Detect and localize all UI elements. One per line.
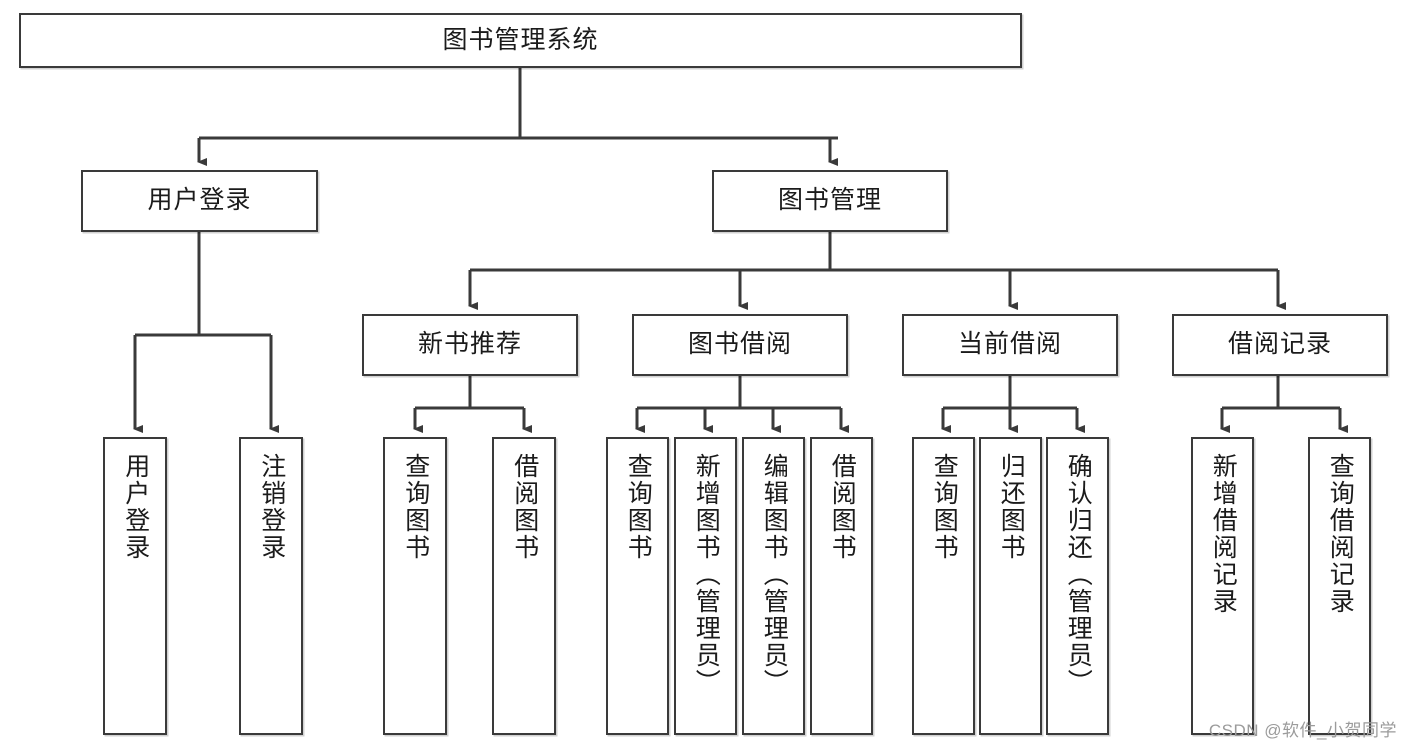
node-user-login[interactable]: 用户登录 <box>81 170 318 232</box>
node-new-book-recommend[interactable]: 新书推荐 <box>362 314 578 376</box>
node-label: 借阅图书 <box>510 453 539 561</box>
leaf-user-login-logout[interactable]: 注销登录 <box>239 437 303 735</box>
node-label: 新增图书（管理员） <box>692 453 721 696</box>
node-label: 图书借阅 <box>687 330 792 359</box>
node-book-management[interactable]: 图书管理 <box>712 170 948 232</box>
node-borrow-record[interactable]: 借阅记录 <box>1172 314 1388 376</box>
leaf-book-borrow-add-book-admin[interactable]: 新增图书（管理员） <box>674 437 737 735</box>
node-label: 图书管理 <box>777 186 882 215</box>
leaf-book-borrow-query-book[interactable]: 查询图书 <box>606 437 669 735</box>
node-book-borrow[interactable]: 图书借阅 <box>632 314 848 376</box>
node-label: 当前借阅 <box>957 330 1062 359</box>
node-label: 用户登录 <box>147 186 252 215</box>
node-label: 归还图书 <box>997 453 1026 561</box>
leaf-current-borrow-return-book[interactable]: 归还图书 <box>979 437 1042 735</box>
leaf-book-borrow-borrow-book[interactable]: 借阅图书 <box>810 437 873 735</box>
node-label: 新书推荐 <box>417 330 522 359</box>
node-label: 借阅记录 <box>1227 330 1332 359</box>
leaf-book-borrow-edit-book-admin[interactable]: 编辑图书（管理员） <box>742 437 805 735</box>
node-label: 用户登录 <box>121 453 150 561</box>
node-label: 图书管理系统 <box>442 25 599 54</box>
leaf-current-borrow-query-book[interactable]: 查询图书 <box>912 437 975 735</box>
node-label: 编辑图书（管理员） <box>760 453 789 696</box>
node-label: 新增借阅记录 <box>1209 453 1238 615</box>
leaf-user-login-login[interactable]: 用户登录 <box>103 437 167 735</box>
node-label: 借阅图书 <box>828 453 857 561</box>
node-label: 查询借阅记录 <box>1326 453 1355 615</box>
leaf-new-book-borrow-book[interactable]: 借阅图书 <box>492 437 556 735</box>
node-label: 查询图书 <box>930 453 959 561</box>
node-label: 确认归还（管理员） <box>1064 453 1093 696</box>
leaf-current-borrow-confirm-return-admin[interactable]: 确认归还（管理员） <box>1046 437 1109 735</box>
leaf-new-book-query-book[interactable]: 查询图书 <box>383 437 447 735</box>
node-label: 注销登录 <box>257 453 286 561</box>
node-label: 查询图书 <box>401 453 430 561</box>
leaf-borrow-record-query-record[interactable]: 查询借阅记录 <box>1308 437 1371 735</box>
node-root-book-management-system[interactable]: 图书管理系统 <box>19 13 1022 68</box>
leaf-borrow-record-add-record[interactable]: 新增借阅记录 <box>1191 437 1254 735</box>
watermark: CSDN @软件_小贺同学 <box>1208 721 1397 740</box>
node-current-borrow[interactable]: 当前借阅 <box>902 314 1118 376</box>
node-label: 查询图书 <box>624 453 653 561</box>
